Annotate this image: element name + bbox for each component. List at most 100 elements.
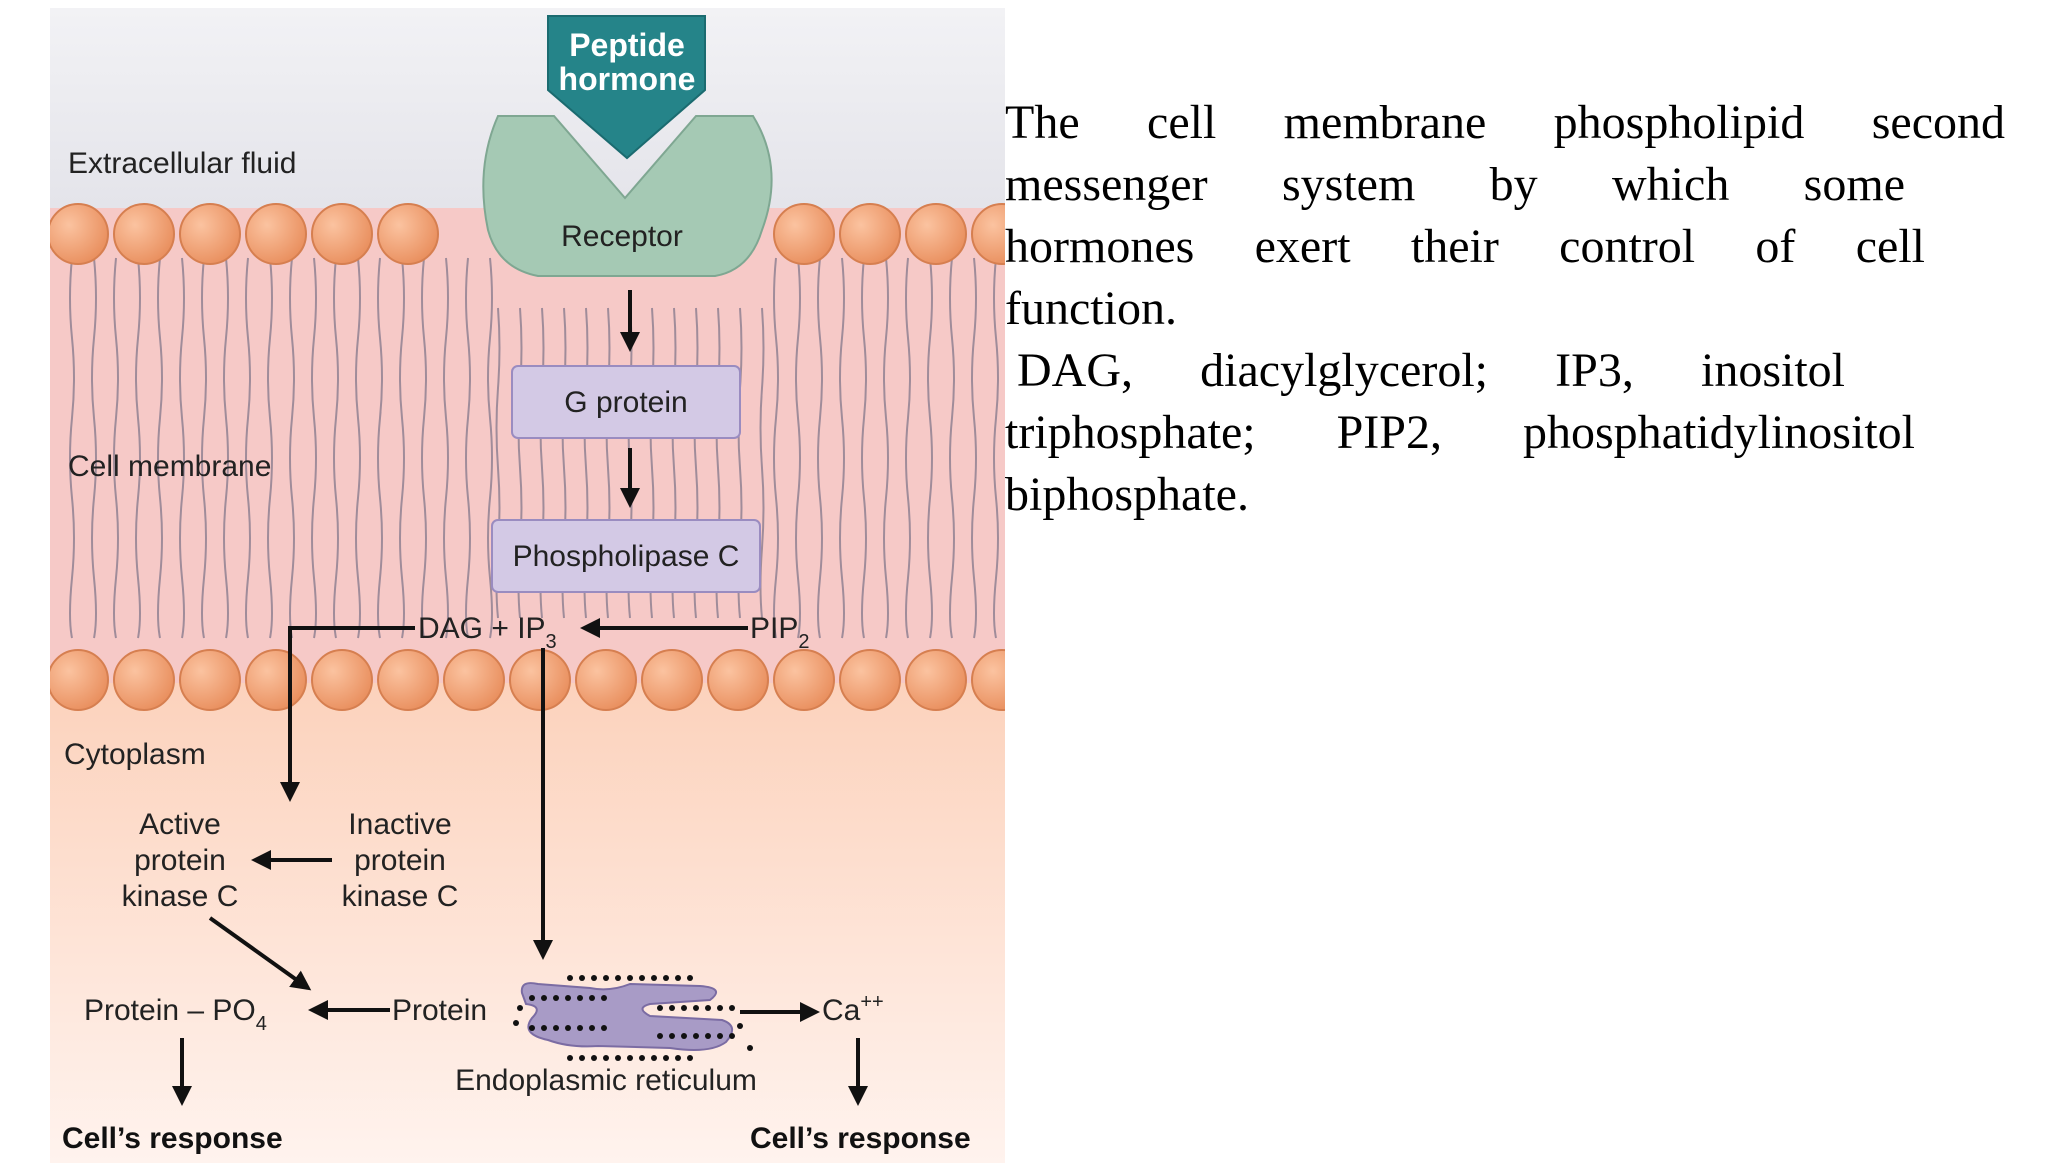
lipid-tail xyxy=(311,257,317,639)
active-pkc-line1: Active xyxy=(139,808,221,841)
phospholipid-head xyxy=(707,649,769,711)
lipid-tail xyxy=(245,257,251,639)
calcium-dot xyxy=(529,1025,535,1031)
lipid-tail xyxy=(69,257,75,639)
caption-p1-line1: The cell membrane phospholipid second xyxy=(1005,96,2005,149)
calcium-dot xyxy=(639,975,645,981)
calcium-dot xyxy=(663,1055,669,1061)
membrane-region xyxy=(50,208,1005,683)
phospholipase-c-label: Phospholipase C xyxy=(513,540,740,573)
phospholipid-head xyxy=(245,203,307,265)
phospholipid-head xyxy=(311,203,373,265)
phospholipid-head xyxy=(113,649,175,711)
calcium-dot xyxy=(615,1055,621,1061)
hormone-label-line2: hormone xyxy=(559,61,696,97)
protein-label: Protein xyxy=(392,994,487,1027)
membrane-heads-outer xyxy=(47,203,1033,265)
caption-p1-line4: function. xyxy=(1005,282,1177,335)
phospholipid-head xyxy=(905,203,967,265)
calcium-dot xyxy=(567,975,573,981)
phospholipid-head xyxy=(509,649,571,711)
caption-p1-line2: messenger system by which some xyxy=(1005,158,1905,211)
protein-po4-label: Protein – PO4 xyxy=(84,994,267,1035)
calcium-dot xyxy=(601,1025,607,1031)
phospholipid-head xyxy=(905,649,967,711)
phospholipid-head xyxy=(245,649,307,711)
inactive-pkc-line3: kinase C xyxy=(342,880,459,913)
caption-paragraph-1: The cell membrane phospholipid second me… xyxy=(1005,92,2005,340)
receptor-shape xyxy=(482,115,773,277)
response-left-label: Cell’s response xyxy=(62,1122,283,1155)
lipid-tail xyxy=(113,257,119,639)
calcium-dot xyxy=(553,1025,559,1031)
calcium-dot xyxy=(567,1055,573,1061)
calcium-dot xyxy=(717,1005,723,1011)
calcium-dot xyxy=(693,1033,699,1039)
calcium-dot xyxy=(589,1025,595,1031)
calcium-dot xyxy=(517,1005,523,1011)
hormone-label-line1: Peptide xyxy=(569,27,685,63)
lipid-tail xyxy=(179,257,185,639)
inactive-pkc-line1: Inactive xyxy=(348,808,451,841)
caption-paragraph-2: DAG, diacylglycerol; IP3, inositol triph… xyxy=(1005,340,2005,526)
calcium-dot xyxy=(669,1033,675,1039)
phospholipid-head xyxy=(377,203,439,265)
calcium-dot xyxy=(565,1025,571,1031)
lipid-tail xyxy=(905,257,911,639)
calcium-dot xyxy=(513,1020,519,1026)
caption-p1-line3: hormones exert their control of cell xyxy=(1005,220,1925,273)
calcium-dot xyxy=(675,975,681,981)
calcium-dot xyxy=(705,1005,711,1011)
calcium-dot xyxy=(639,1055,645,1061)
lipid-tail xyxy=(421,257,427,639)
phospholipid-head xyxy=(839,649,901,711)
calcium-dot xyxy=(627,1055,633,1061)
lipid-tail xyxy=(355,257,361,639)
er-calcium-dots xyxy=(513,975,753,1061)
pip2-label: PIP2 xyxy=(750,612,809,653)
lipid-tail xyxy=(333,257,339,639)
arrow-dag-to-active-pkc xyxy=(280,626,415,802)
cytoplasm-label: Cytoplasm xyxy=(64,738,206,771)
calcium-dot xyxy=(541,1025,547,1031)
phospholipid-head xyxy=(839,203,901,265)
calcium-dot xyxy=(529,995,535,1001)
calcium-dot xyxy=(577,1025,583,1031)
lipid-tail xyxy=(289,257,295,639)
figure-caption: The cell membrane phospholipid second me… xyxy=(1005,92,2005,526)
calcium-dot xyxy=(579,1055,585,1061)
endoplasmic-reticulum-shape xyxy=(520,982,733,1051)
g-protein-label: G protein xyxy=(564,386,687,419)
calcium-dot xyxy=(717,1033,723,1039)
calcium-dot xyxy=(603,1055,609,1061)
membrane-label: Cell membrane xyxy=(68,450,271,483)
phospholipid-head xyxy=(443,649,505,711)
lipid-tail xyxy=(993,257,999,639)
extracellular-label: Extracellular fluid xyxy=(68,147,296,180)
lipid-tail xyxy=(201,257,207,639)
phospholipid-head xyxy=(47,203,109,265)
calcium-dot xyxy=(627,975,633,981)
response-right-label: Cell’s response xyxy=(750,1122,971,1155)
peptide-hormone-shape xyxy=(547,15,706,160)
caption-p2-line2: triphosphate; PIP2, phosphatidylinositol xyxy=(1005,406,1915,459)
lipid-tail xyxy=(971,257,977,639)
lipid-tail xyxy=(465,257,471,639)
calcium-dot xyxy=(657,1005,663,1011)
lipid-tail xyxy=(91,257,97,639)
lipid-tail xyxy=(883,257,889,639)
phospholipid-head xyxy=(113,203,175,265)
lipid-tail xyxy=(817,257,823,639)
lipid-tail xyxy=(443,257,449,639)
lipid-tail xyxy=(377,257,383,639)
calcium-dot xyxy=(579,975,585,981)
phospholipid-head xyxy=(575,649,637,711)
phospholipid-head xyxy=(179,649,241,711)
calcium-dot xyxy=(705,1033,711,1039)
calcium-dot xyxy=(737,1023,743,1029)
calcium-dot xyxy=(729,1005,735,1011)
calcium-dot xyxy=(565,995,571,1001)
er-label: Endoplasmic reticulum xyxy=(455,1064,757,1097)
calcium-dot xyxy=(553,995,559,1001)
receptor-label: Receptor xyxy=(561,220,683,253)
